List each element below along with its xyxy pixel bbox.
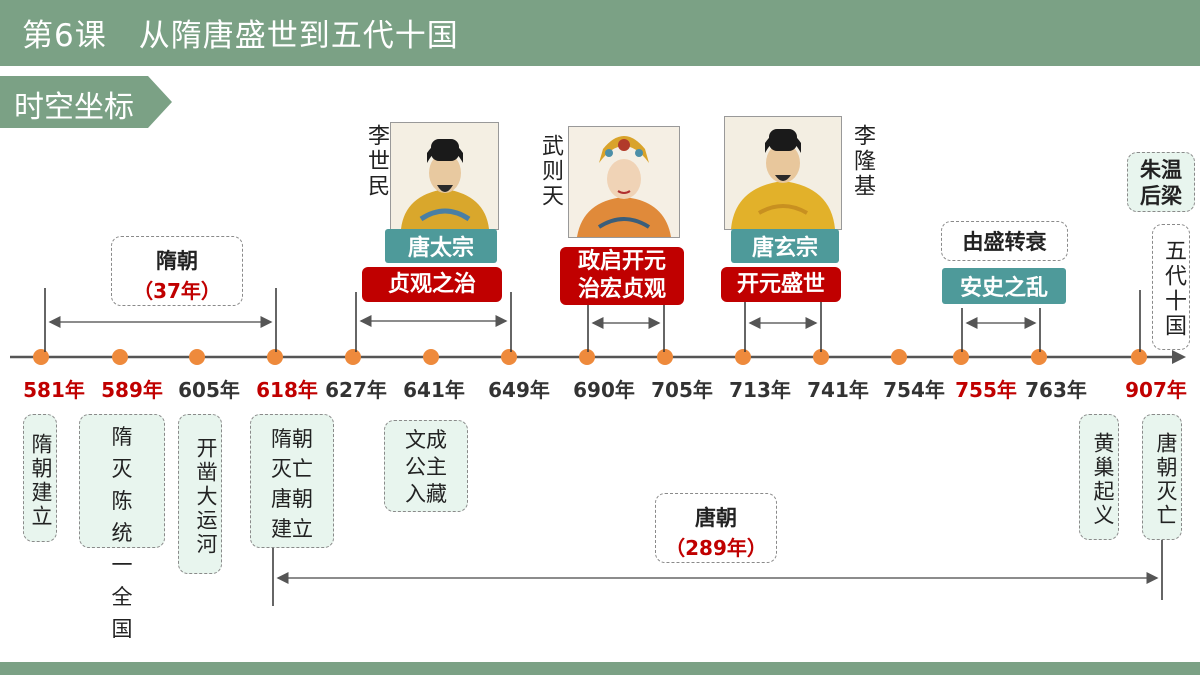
later-liang-note: 朱温 后梁: [1127, 152, 1195, 212]
wuzetian-era: 政启开元 治宏贞观: [560, 247, 684, 305]
zhuwen-line1: 朱温: [1140, 158, 1182, 182]
tang-fall-note: 唐朝灭亡: [1142, 414, 1182, 540]
timeline-dot: [501, 349, 517, 365]
year-label: 713年: [729, 378, 791, 402]
year-label: 741年: [807, 378, 869, 402]
year-label: 763年: [1025, 378, 1087, 402]
ruler-name-wuzetian: 武则天: [538, 134, 563, 209]
year-label: 690年: [573, 378, 635, 402]
page-title: 第6课 从隋唐盛世到五代十国: [22, 18, 459, 54]
timeline-dot: [423, 349, 439, 365]
timeline-dot: [953, 349, 969, 365]
kaiyuan-era: 开元盛世: [721, 267, 841, 302]
year-label: 705年: [651, 378, 713, 402]
footer-bar: [0, 662, 1200, 675]
sui-unify-text: 隋灭陈统一全国: [111, 425, 133, 641]
grand-canal-note: 开凿大运河: [178, 414, 222, 574]
zhuwen-line2: 后梁: [1140, 184, 1182, 208]
sui-unify-note: 隋灭陈统一全国: [79, 414, 165, 641]
decline-note: 由盛转衰: [941, 221, 1068, 261]
year-label: 754年: [883, 378, 945, 402]
year-label: 589年: [101, 378, 163, 402]
timeline-dot: [345, 349, 361, 365]
wencheng-line3: 入藏: [405, 482, 447, 506]
year-label: 649年: [488, 378, 550, 402]
ruler-name-lishimin: 李世民: [364, 124, 389, 199]
sui-period-note: 隋朝 （37年）: [111, 236, 243, 306]
wudai-shiguo-note: 五代十国: [1152, 224, 1190, 350]
sui-years: （37年）: [133, 278, 221, 303]
year-label: 627年: [325, 378, 387, 402]
timeline-dot: [1131, 349, 1147, 365]
wuzetian-era-line1: 政启开元: [577, 249, 666, 274]
wencheng-line1: 文成: [405, 428, 447, 452]
timeline-dot: [657, 349, 673, 365]
timeline-dot: [813, 349, 829, 365]
tang-name: 唐朝: [695, 505, 737, 530]
taizong-title: 唐太宗: [385, 229, 497, 263]
section-tag: [0, 76, 172, 128]
sui-founded-note: 隋朝建立: [23, 414, 57, 542]
year-label: 618年: [256, 378, 318, 402]
xuanzong-portrait: [724, 116, 842, 230]
tang-period-note: 唐朝 （289年）: [655, 493, 777, 563]
wuzetian-portrait: [568, 126, 680, 238]
xuanzong-title: 唐玄宗: [731, 229, 839, 263]
timeline-dot: [735, 349, 751, 365]
section-tag-label: 时空坐标: [14, 90, 134, 125]
year-label: 907年: [1125, 378, 1187, 402]
timeline-dot: [189, 349, 205, 365]
sui-fall-note: 隋朝灭亡 唐朝建立: [250, 414, 334, 548]
taizong-portrait: [390, 122, 499, 230]
timeline-dot: [579, 349, 595, 365]
anshi-rebellion: 安史之乱: [942, 268, 1066, 304]
timeline-dot: [33, 349, 49, 365]
ruler-name-lilongji: 李隆基: [850, 124, 875, 199]
period-brackets: [44, 288, 1141, 352]
timeline-dot: [1031, 349, 1047, 365]
wuzetian-era-line2: 治宏贞观: [577, 277, 666, 302]
wencheng-line2: 公主: [405, 455, 447, 479]
sui-fall-line2: 唐朝建立: [271, 487, 313, 541]
huangchao-note: 黄巢起义: [1079, 414, 1119, 540]
wencheng-note: 文成 公主 入藏: [384, 420, 468, 512]
sui-fall-line1: 隋朝灭亡: [271, 427, 313, 481]
year-label: 605年: [178, 378, 240, 402]
timeline-dot: [891, 349, 907, 365]
zhenguan-era: 贞观之治: [362, 267, 502, 302]
year-label: 581年: [23, 378, 85, 402]
tang-bracket: [272, 540, 1163, 606]
sui-name: 隋朝: [156, 248, 198, 273]
header-bar: [0, 0, 1200, 66]
year-label: 755年: [955, 378, 1017, 402]
timeline-dot: [112, 349, 128, 365]
tang-years: （289年）: [665, 535, 767, 560]
timeline-dot: [267, 349, 283, 365]
year-label: 641年: [403, 378, 465, 402]
